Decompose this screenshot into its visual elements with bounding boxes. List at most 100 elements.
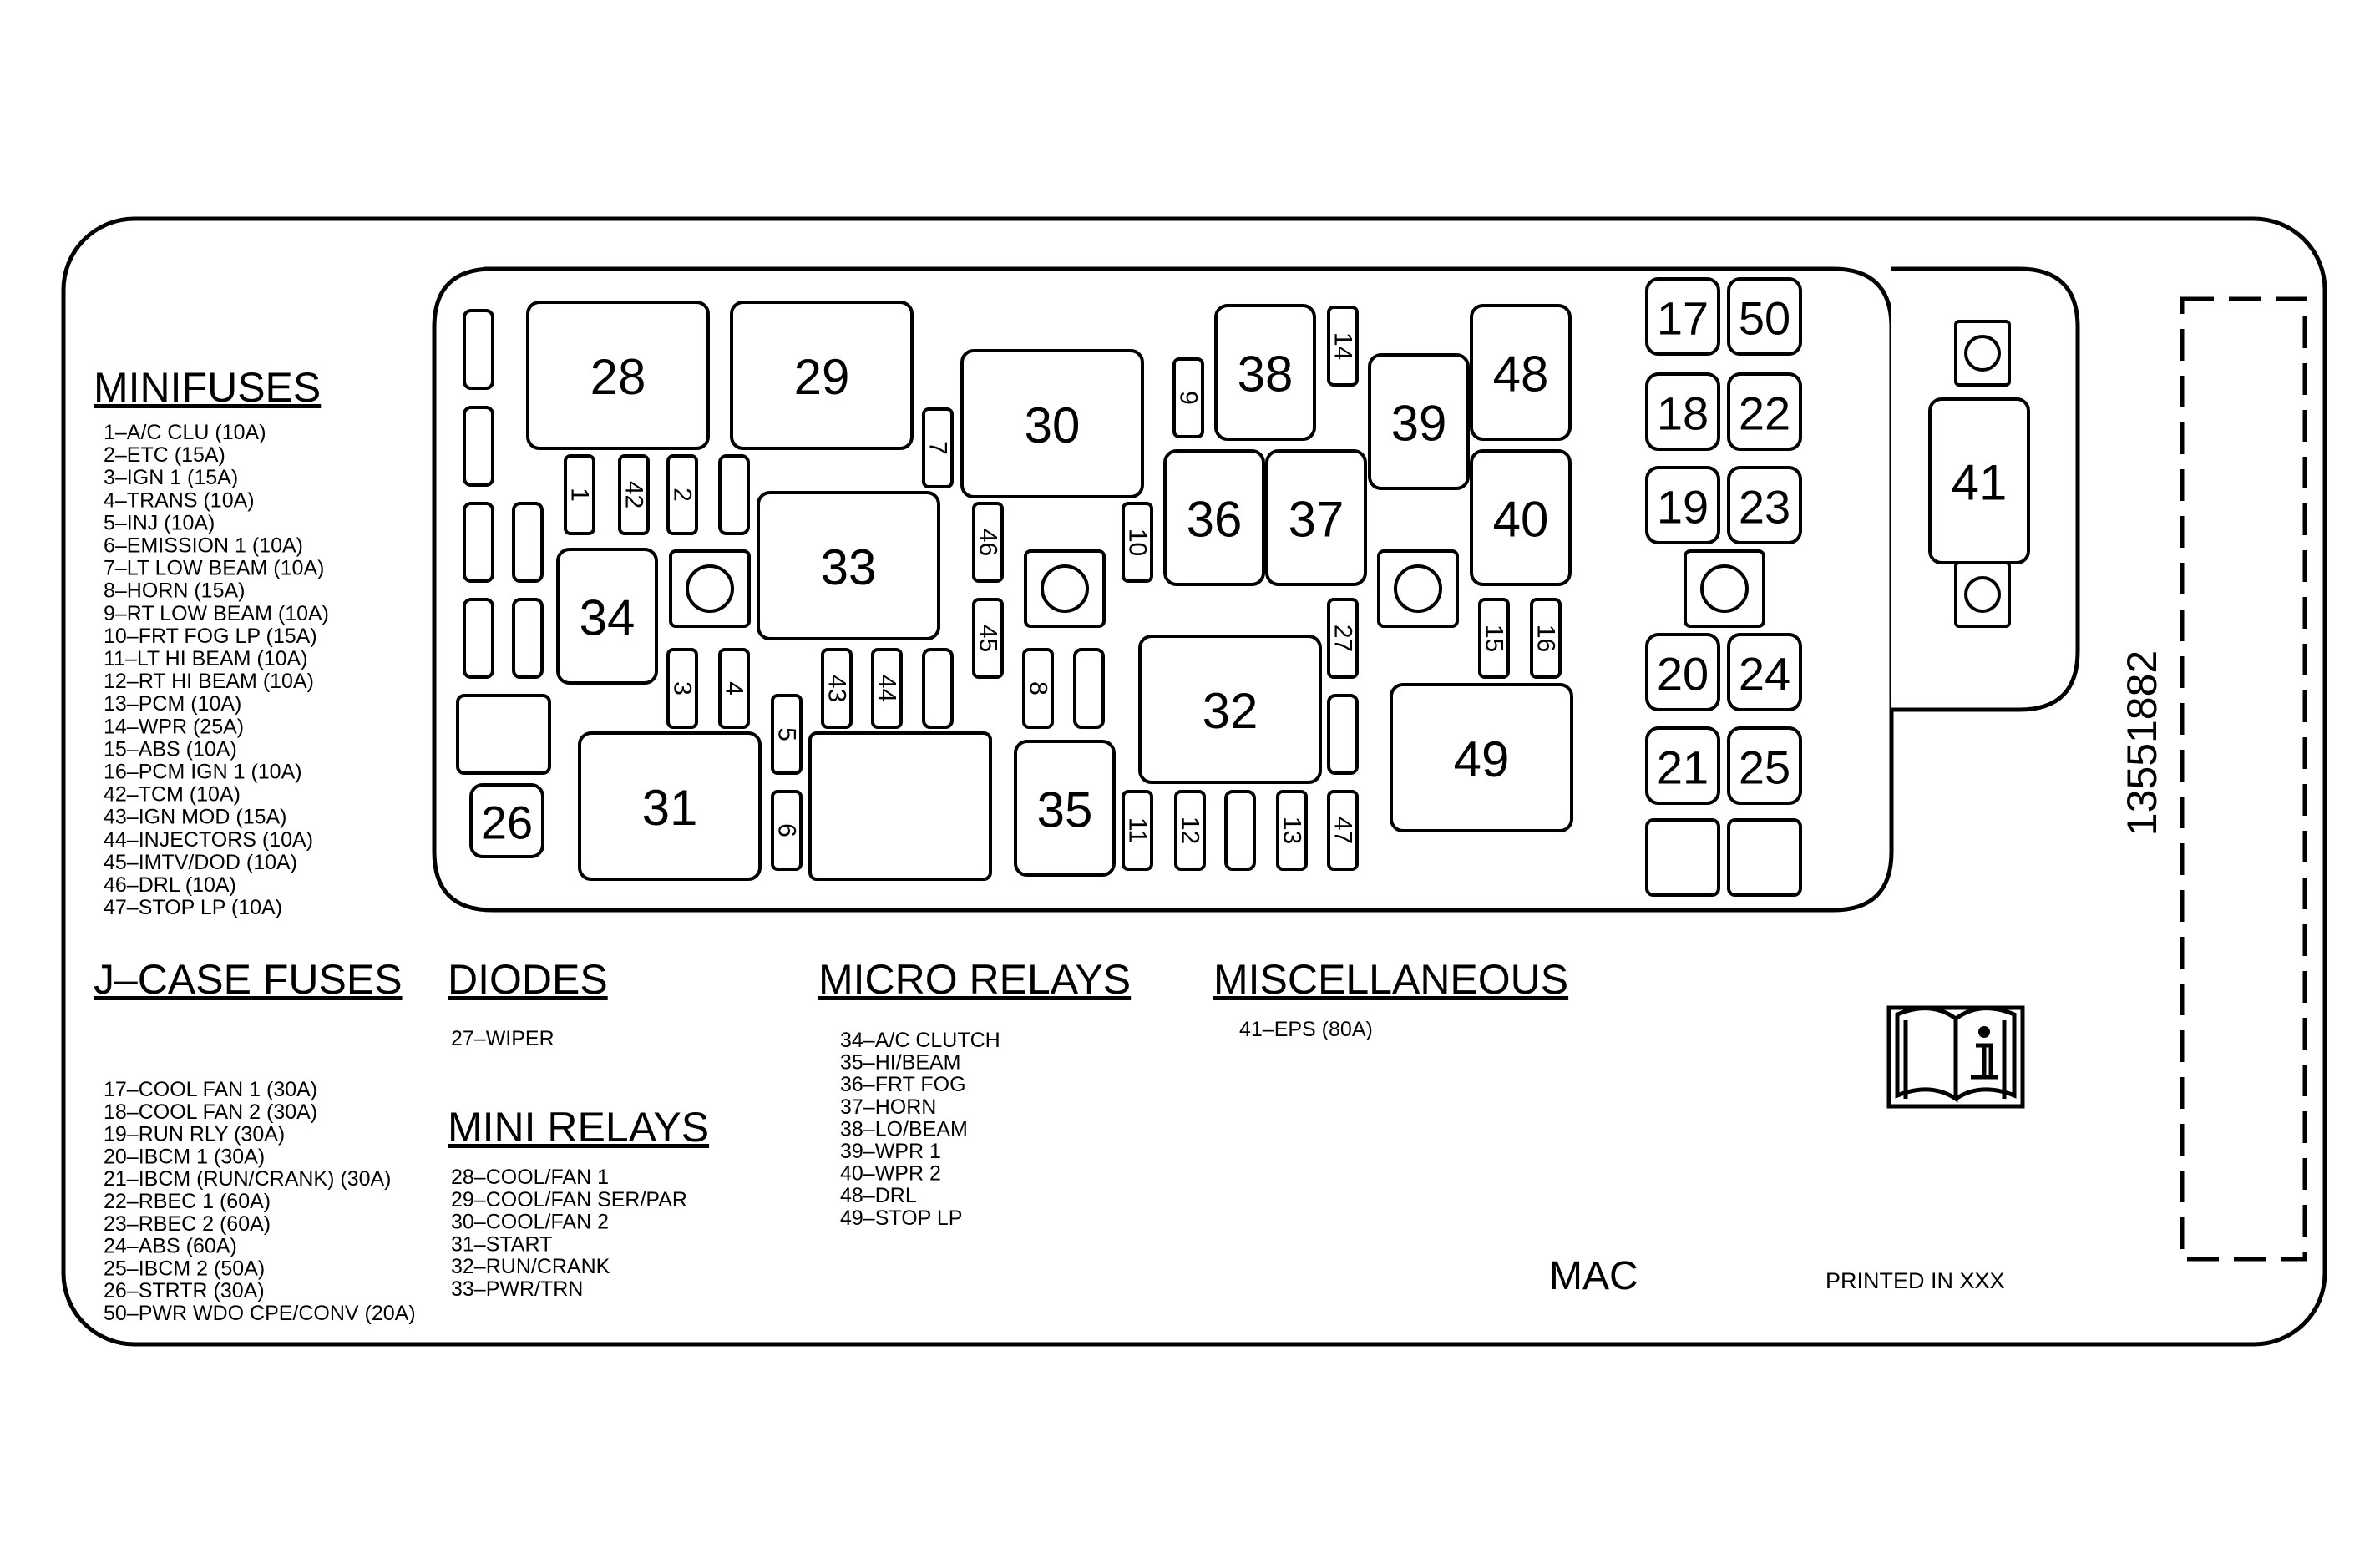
legend-item: 48–DRL [840,1184,917,1207]
list-minifuses: 1–A/C CLU (10A)2–ETC (15A)3–IGN 1 (15A)4… [104,421,329,919]
component-16 [1530,598,1562,679]
legend-item: 17–COOL FAN 1 (30A) [104,1078,317,1101]
legend-item: 13–PCM (10A) [104,692,241,716]
legend-item: 28–COOL/FAN 1 [451,1166,609,1189]
component-36 [1163,449,1265,586]
component-44 [871,648,903,729]
blank-slot [463,309,494,390]
component-5 [771,694,803,775]
component-26 [469,783,544,858]
blank-slot [718,454,750,535]
component-label: 14 [1329,332,1357,360]
legend-item: 43–IGN MOD (15A) [104,806,287,829]
component-label: 1 [566,488,594,502]
component-28 [526,301,710,450]
stud-bolt [686,564,734,613]
component-label: 43 [823,675,851,702]
component-label: 39 [1391,396,1447,452]
component-25 [1727,726,1802,805]
legend-item: 30–COOL/FAN 2 [451,1211,609,1234]
component-label: 29 [794,349,850,405]
legend-item: 15–ABS (10A) [104,737,237,761]
legend-item: 44–INJECTORS (10A) [104,828,313,852]
component-label: 19 [1657,481,1709,534]
legend-item: 25–IBCM 2 (50A) [104,1257,265,1280]
legend-item: 14–WPR (25A) [104,715,244,738]
stud-bolt [1041,564,1089,613]
component-23 [1727,466,1802,544]
legend-item: 23–RBEC 2 (60A) [104,1212,271,1236]
component-label: 12 [1177,817,1204,844]
legend-item: 7–LT LOW BEAM (10A) [104,557,324,580]
component-22 [1727,372,1802,451]
component-label: 13 [1279,817,1306,844]
component-39 [1368,353,1470,490]
component-label: 23 [1739,481,1790,534]
blank-slot [463,406,494,487]
component-37 [1265,449,1367,586]
legend-item: 27–WIPER [451,1027,554,1050]
blank-slot [456,694,551,775]
component-21 [1645,726,1720,805]
component-label: 37 [1289,492,1344,548]
blank-slot [1727,818,1802,897]
component-label: 42 [620,481,648,508]
component-label: 16 [1532,625,1560,652]
component-30 [960,349,1144,498]
component-label: 21 [1657,741,1709,794]
legend-item: 6–EMISSION 1 (10A) [104,534,303,558]
legend-item: 47–STOP LP (10A) [104,896,282,919]
component-12 [1174,790,1206,871]
component-label: 17 [1657,292,1709,345]
owner-manual-info-icon [1886,1005,2025,1109]
component-label: 48 [1493,347,1549,402]
component-label: 28 [590,349,646,405]
legend-item: 16–PCM IGN 1 (10A) [104,761,302,784]
component-label: 18 [1657,387,1709,440]
component-label: 8 [1025,681,1052,696]
component-label: 38 [1238,347,1294,402]
list-jcase-fuses: 17–COOL FAN 1 (30A)18–COOL FAN 2 (30A)19… [104,1078,416,1325]
component-label: 31 [642,780,698,836]
blank-slot [1645,818,1720,897]
component-label: 34 [580,590,636,646]
component-10 [1122,502,1153,583]
component-label: 5 [773,727,801,741]
heading-minifuses: MINIFUSES [94,364,321,411]
component-33 [757,491,940,640]
list-miscellaneous: 41–EPS (80A) [1239,1018,1373,1041]
blank-slot [808,731,992,881]
component-label: 2 [669,488,696,502]
eps-fuse-bolt [1964,335,2001,372]
component-27 [1327,598,1359,679]
legend-item: 26–STRTR (30A) [104,1279,265,1303]
component-4 [718,648,750,729]
component-label: 33 [821,539,877,595]
legend-item: 49–STOP LP [840,1206,962,1230]
component-34 [556,548,658,685]
component-7 [922,407,954,488]
legend-item: 50–PWR WDO CPE/CONV (20A) [104,1302,416,1325]
component-label: 49 [1454,731,1510,787]
blank-slot [512,502,544,583]
component-label: 24 [1739,648,1790,701]
legend-item: 8–HORN (15A) [104,579,246,603]
component-label: 26 [481,797,533,849]
part-number: 13551882 [2119,650,2165,836]
component-35 [1014,740,1116,877]
legend-item: 41–EPS (80A) [1239,1018,1373,1041]
legend-item: 21–IBCM (RUN/CRANK) (30A) [104,1167,392,1191]
legend-item: 36–FRT FOG [840,1073,966,1096]
component-label: 10 [1124,529,1152,556]
component-50 [1727,277,1802,356]
list-diodes: 27–WIPER [451,1027,554,1050]
legend-item: 45–IMTV/DOD (10A) [104,851,297,874]
component-label: 15 [1481,625,1508,652]
blank-slot [1327,694,1359,775]
component-17 [1645,277,1720,356]
component-40 [1470,449,1572,586]
component-label: 46 [975,529,1002,556]
component-label: 3 [669,681,696,696]
legend-item: 39–WPR 1 [840,1140,941,1163]
